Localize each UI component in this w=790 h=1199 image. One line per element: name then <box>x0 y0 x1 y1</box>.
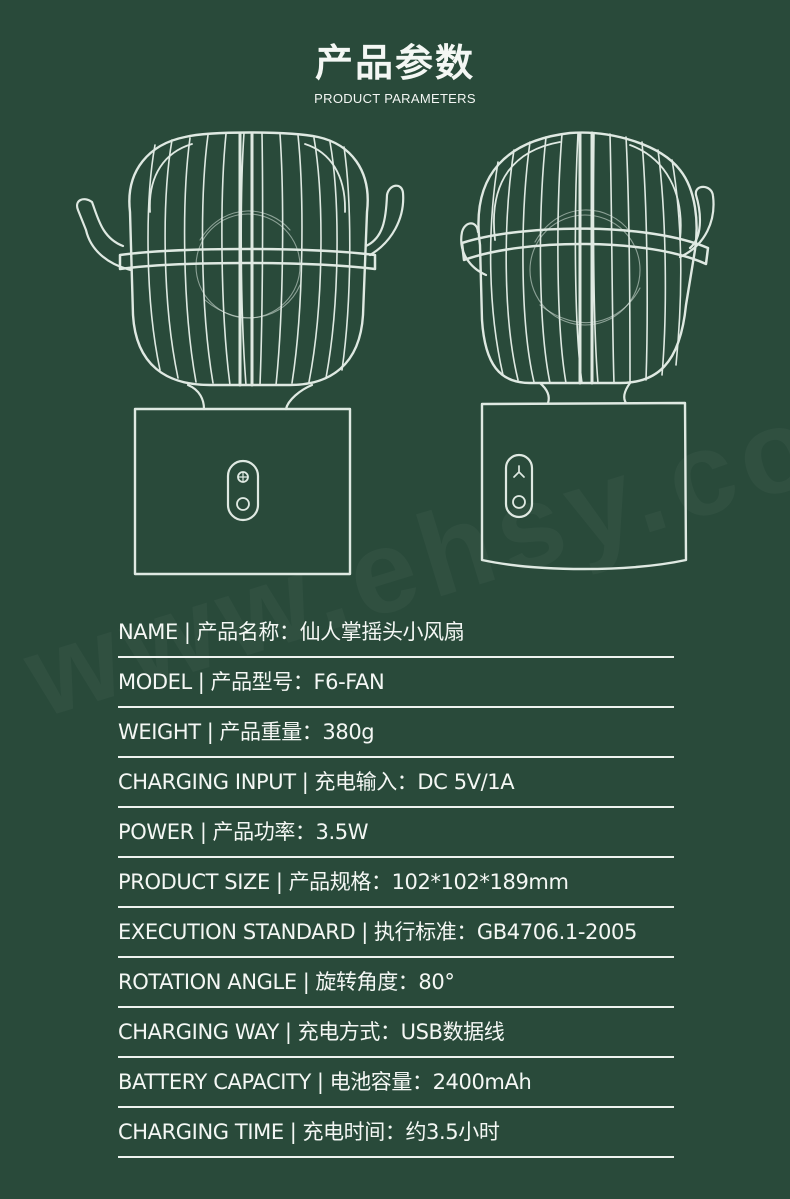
spec-value: GB4706.1-2005 <box>476 920 637 944</box>
spec-separator: | <box>284 1020 292 1044</box>
spec-row: EXECUTION STANDARD|执行标准：GB4706.1-2005 <box>118 908 674 958</box>
spec-cn-label: 充电方式： <box>297 1020 401 1044</box>
spec-value: 约3.5小时 <box>405 1120 500 1144</box>
front-view-fan <box>76 131 405 576</box>
spec-row: CHARGING INPUT|充电输入：DC 5V/1A <box>118 758 674 808</box>
spec-value: DC 5V/1A <box>417 770 515 794</box>
spec-label: CHARGING INPUT <box>118 770 296 794</box>
spec-row: WEIGHT|产品重量：380g <box>118 708 674 758</box>
page-title: 产品参数 <box>314 41 475 85</box>
spec-separator: | <box>289 1120 297 1144</box>
spec-separator: | <box>206 720 214 744</box>
spec-label: POWER <box>118 820 194 844</box>
spec-label: EXECUTION STANDARD <box>118 920 356 944</box>
spec-row: CHARGING TIME|充电时间：约3.5小时 <box>118 1108 674 1158</box>
spec-separator: | <box>361 920 368 944</box>
spec-row: NAME|产品名称：仙人掌摇头小风扇 <box>118 608 674 658</box>
spec-row: CHARGING WAY|充电方式：USB数据线 <box>118 1008 674 1058</box>
spec-separator: | <box>199 820 207 844</box>
angled-view-fan <box>460 131 715 571</box>
spec-value: F6-FAN <box>313 670 385 694</box>
spec-label: ROTATION ANGLE <box>118 970 297 994</box>
spec-cn-label: 执行标准： <box>373 920 477 944</box>
spec-label: BATTERY CAPACITY <box>118 1070 311 1094</box>
spec-cn-label: 电池容量： <box>329 1070 433 1094</box>
spec-value: USB数据线 <box>400 1020 505 1044</box>
spec-label: CHARGING TIME <box>118 1120 284 1144</box>
spec-row: BATTERY CAPACITY|电池容量：2400mAh <box>118 1058 674 1108</box>
spec-cn-label: 产品重量： <box>219 720 323 744</box>
spec-cn-label: 产品型号： <box>210 670 314 694</box>
spec-label: PRODUCT SIZE <box>118 870 270 894</box>
spec-row: MODEL|产品型号：F6-FAN <box>118 658 674 708</box>
spec-cn-label: 充电时间： <box>302 1120 406 1144</box>
spec-cn-label: 充电输入： <box>314 770 418 794</box>
spec-label: MODEL <box>118 670 192 694</box>
spec-value: 仙人掌摇头小风扇 <box>299 620 465 644</box>
spec-separator: | <box>316 1070 324 1094</box>
spec-value: 102*102*189mm <box>391 870 569 894</box>
spec-row: PRODUCT SIZE|产品规格：102*102*189mm <box>118 858 674 908</box>
spec-separator: | <box>275 870 283 894</box>
spec-separator: | <box>197 670 205 694</box>
spec-value: 380g <box>322 720 375 744</box>
spec-value: 80° <box>418 970 455 994</box>
spec-value: 2400mAh <box>432 1070 532 1094</box>
spec-label: WEIGHT <box>118 720 201 744</box>
spec-label: NAME <box>118 620 178 644</box>
spec-separator: | <box>302 970 310 994</box>
spec-row: POWER|产品功率：3.5W <box>118 808 674 858</box>
spec-separator: | <box>301 770 309 794</box>
product-illustration <box>76 131 715 576</box>
spec-row: ROTATION ANGLE|旋转角度：80° <box>118 958 674 1008</box>
spec-value: 3.5W <box>315 820 369 844</box>
spec-cn-label: 产品规格： <box>288 870 392 894</box>
spec-cn-label: 旋转角度： <box>315 970 419 994</box>
spec-cn-label: 产品功率： <box>212 820 316 844</box>
spec-cn-label: 产品名称： <box>196 620 300 644</box>
spec-separator: | <box>183 620 191 644</box>
spec-label: CHARGING WAY <box>118 1020 279 1044</box>
page-subtitle: PRODUCT PARAMETERS <box>314 91 476 106</box>
